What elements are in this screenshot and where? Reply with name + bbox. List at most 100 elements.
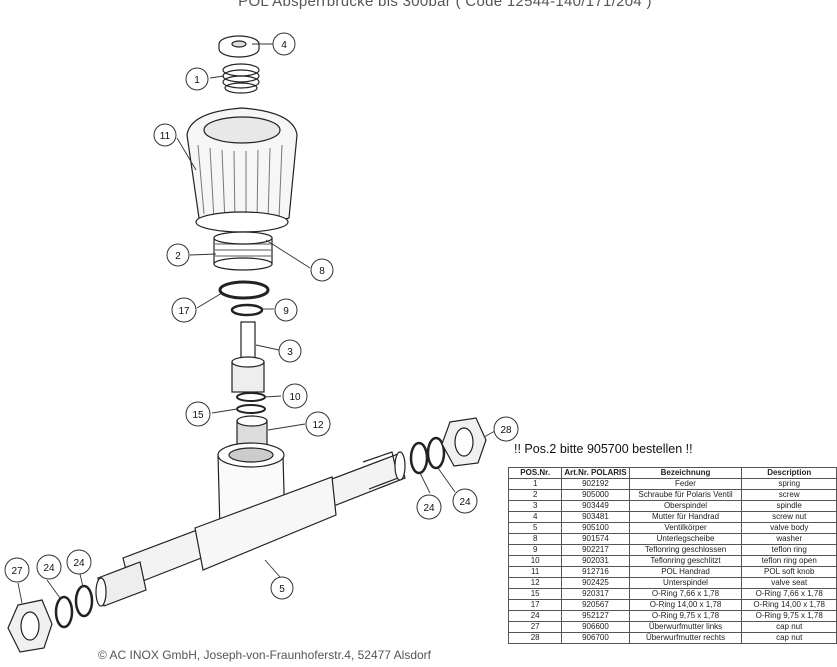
svg-text:10: 10 — [289, 392, 301, 403]
o-ring-24-left-b — [54, 595, 74, 629]
cell-pos: 5 — [507, 522, 563, 534]
cell-pos: 1 — [507, 478, 563, 490]
cell-pos: 17 — [507, 599, 563, 611]
cell-art-nr: 905100 — [561, 522, 630, 534]
cell-bezeichnung: Teflonring geschlitzt — [628, 555, 743, 567]
callout-1: 1 — [185, 67, 209, 91]
cell-pos: 15 — [507, 588, 563, 600]
svg-text:1: 1 — [194, 75, 200, 86]
cell-description: screw — [741, 489, 837, 501]
callout-28: 28 — [493, 416, 519, 442]
cell-description: valve body — [741, 522, 837, 534]
cell-art-nr: 912716 — [561, 566, 630, 578]
cell-pos: 4 — [507, 511, 563, 523]
svg-text:9: 9 — [283, 306, 289, 317]
handwheel-part — [186, 107, 298, 233]
column-header-art-nr: Art.Nr. POLARIS — [561, 467, 630, 479]
cell-art-nr: 906600 — [561, 621, 630, 633]
callout-12: 12 — [305, 411, 331, 437]
o-ring-24-left-a — [74, 584, 94, 618]
cell-description: valve seat — [741, 577, 837, 589]
cell-pos: 27 — [507, 621, 563, 633]
svg-text:24: 24 — [73, 558, 85, 569]
cell-pos: 10 — [507, 555, 563, 567]
svg-text:12: 12 — [312, 420, 324, 431]
cell-art-nr: 902217 — [561, 544, 630, 556]
cell-pos: 12 — [507, 577, 563, 589]
cell-art-nr: 903481 — [561, 511, 630, 523]
svg-text:17: 17 — [178, 306, 190, 317]
page-title: POL Absperrbrücke bis 300bar ( Code 1254… — [238, 0, 652, 10]
cell-art-nr: 920567 — [561, 599, 630, 611]
cell-bezeichnung: Schraube für Polaris Ventil — [628, 489, 743, 501]
cell-description: POL soft knob — [741, 566, 837, 578]
screw-part — [213, 231, 273, 271]
callout-24-left-b: 24 — [66, 549, 92, 575]
svg-text:3: 3 — [287, 347, 293, 358]
callout-17: 17 — [171, 297, 197, 323]
cap-nut-left-part — [7, 599, 53, 653]
cell-bezeichnung: Unterspindel — [628, 577, 743, 589]
svg-text:8: 8 — [319, 266, 325, 277]
svg-text:11: 11 — [160, 131, 171, 142]
column-header-description: Description — [741, 467, 837, 479]
cell-art-nr: 902425 — [561, 577, 630, 589]
o-ring-24-right-a — [409, 441, 429, 475]
callout-9: 9 — [274, 298, 298, 322]
cell-description: O-Ring 7,66 x 1,78 — [741, 588, 837, 600]
cell-description: O-Ring 14,00 x 1,78 — [741, 599, 837, 611]
cell-bezeichnung: O-Ring 9,75 x 1,78 — [628, 610, 743, 622]
callout-10: 10 — [282, 383, 308, 409]
cell-bezeichnung: Unterlegscheibe — [628, 533, 743, 545]
svg-text:24: 24 — [423, 503, 435, 514]
cell-pos: 11 — [507, 566, 563, 578]
cell-bezeichnung: Ventilkörper — [628, 522, 743, 534]
cell-description: spring — [741, 478, 837, 490]
cell-description: spindle — [741, 500, 837, 512]
column-header-pos: POS.Nr. — [507, 467, 563, 479]
order-notice: !! Pos.2 bitte 905700 bestellen !! — [514, 442, 693, 456]
cell-art-nr: 902031 — [561, 555, 630, 567]
o-ring-24-right-b — [426, 436, 446, 470]
cell-art-nr: 905000 — [561, 489, 630, 501]
cell-bezeichnung: Überwurfmutter rechts — [628, 632, 743, 644]
callout-8: 8 — [310, 258, 334, 282]
callout-27: 27 — [4, 557, 30, 583]
cell-bezeichnung: Teflonring geschlossen — [628, 544, 743, 556]
svg-text:15: 15 — [192, 410, 204, 421]
cell-art-nr: 906700 — [561, 632, 630, 644]
callout-2: 2 — [166, 243, 190, 267]
svg-text:28: 28 — [500, 425, 512, 436]
callout-24-left-a: 24 — [36, 554, 62, 580]
cell-bezeichnung: O-Ring 14,00 x 1,78 — [628, 599, 743, 611]
copyright-footer: © AC INOX GmbH, Joseph-von-Fraunhoferstr… — [98, 648, 431, 662]
callout-4: 4 — [272, 32, 296, 56]
teflon-ring-open-part — [236, 392, 266, 402]
o-ring-15-part — [236, 404, 266, 414]
cell-art-nr: 901574 — [561, 533, 630, 545]
teflon-ring-part — [230, 303, 264, 317]
cell-description: cap nut — [741, 632, 837, 644]
svg-text:5: 5 — [279, 584, 285, 595]
cell-art-nr: 952127 — [561, 610, 630, 622]
cell-pos: 24 — [507, 610, 563, 622]
cell-pos: 8 — [507, 533, 563, 545]
cell-pos: 9 — [507, 544, 563, 556]
cell-description: screw nut — [741, 511, 837, 523]
callout-5: 5 — [270, 576, 294, 600]
cell-art-nr: 903449 — [561, 500, 630, 512]
